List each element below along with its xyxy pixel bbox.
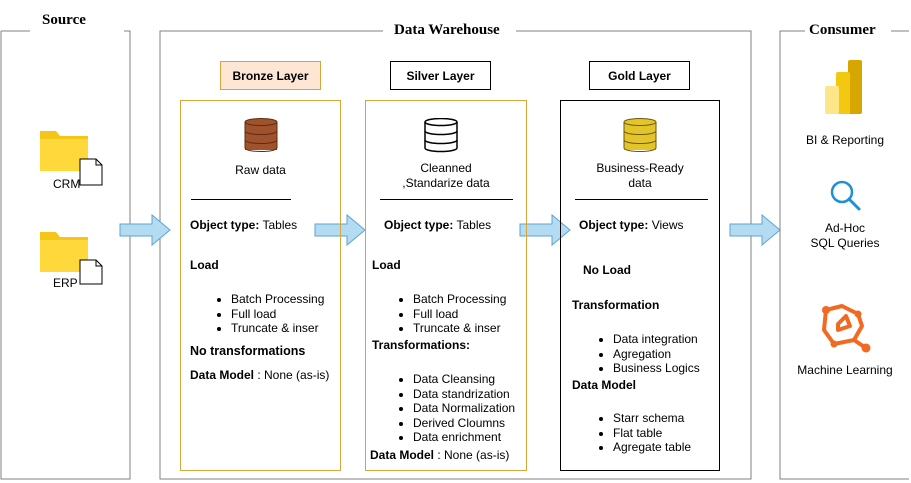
list-item: Full load — [413, 307, 506, 322]
silver-data-model-value: : None (as-is) — [434, 448, 510, 462]
ml-network-icon — [822, 304, 871, 353]
gold-object-type-value: Views — [648, 218, 684, 232]
gold-object-type: Object type: Views — [579, 218, 684, 232]
gold-object-type-label: Object type: — [579, 218, 649, 232]
bronze-data-model-label: Data Model — [190, 368, 255, 382]
list-item: Data Normalization — [413, 401, 515, 416]
bronze-transform-label: No transformations — [190, 344, 306, 358]
gold-load-label: No Load — [583, 263, 631, 277]
gold-transform-list: Data integration Agregation Business Log… — [597, 332, 700, 376]
list-item: Data integration — [613, 332, 700, 347]
arrow-gold-to-consumer — [729, 213, 781, 247]
bronze-object-type: Object type: Tables — [190, 218, 297, 232]
consumer-title: Consumer — [809, 22, 876, 38]
list-item: Derived Cloumns — [413, 416, 515, 431]
silver-object-type-label: Object type: — [384, 218, 454, 232]
crm-label: CRM — [53, 177, 81, 191]
erp-label: ERP — [53, 276, 78, 290]
silver-layer-box — [365, 100, 527, 471]
list-item: Agregate table — [613, 440, 691, 455]
list-item: Truncate & inser — [231, 321, 324, 336]
gold-description-line1: Business-Ready — [596, 161, 684, 175]
bi-reporting-label: BI & Reporting — [805, 133, 885, 147]
bronze-layer-label: Bronze Layer — [220, 61, 321, 90]
list-item: Business Logics — [613, 361, 700, 376]
bronze-layer-box — [180, 100, 341, 471]
warehouse-title: Data Warehouse — [394, 22, 500, 38]
list-item: Batch Processing — [413, 292, 506, 307]
gold-description-line2: data — [628, 176, 652, 190]
silver-object-type: Object type: Tables — [384, 218, 491, 232]
silver-description-line2: ,Standarize data — [402, 176, 490, 190]
warehouse-frame — [159, 30, 752, 480]
gold-layer-box — [560, 100, 720, 471]
bronze-description: Raw data — [235, 163, 286, 177]
bronze-data-model-value: : None (as-is) — [254, 368, 330, 382]
list-item: Data standrization — [413, 387, 515, 402]
magnifier-icon — [830, 180, 861, 211]
gold-database-icon — [623, 118, 657, 152]
bronze-load-list: Batch Processing Full load Truncate & in… — [215, 292, 324, 336]
list-item: Batch Processing — [231, 292, 324, 307]
bronze-object-type-label: Object type: — [190, 218, 260, 232]
gold-data-model-label: Data Model — [572, 378, 637, 392]
ml-label: Machine Learning — [797, 363, 893, 377]
gold-transform-label: Transformation — [572, 298, 660, 312]
source-frame — [0, 30, 131, 480]
erp-folder-icon — [40, 232, 103, 285]
silver-divider — [380, 199, 513, 200]
silver-data-model: Data Model : None (as-is) — [370, 448, 509, 462]
silver-transform-list: Data Cleansing Data standrization Data N… — [397, 372, 515, 445]
bronze-divider — [191, 199, 291, 200]
list-item: Data enrichment — [413, 430, 515, 445]
adhoc-label-line1: Ad-Hoc — [824, 221, 865, 235]
silver-database-icon — [424, 118, 458, 153]
bar-chart-icon — [825, 60, 862, 114]
source-title: Source — [42, 12, 86, 28]
crm-folder-icon — [40, 131, 103, 186]
bronze-object-type-value: Tables — [259, 218, 298, 232]
bronze-load-label: Load — [190, 258, 219, 272]
arrow-silver-to-gold — [519, 213, 571, 247]
silver-layer-label: Silver Layer — [390, 61, 491, 90]
list-item: Flat table — [613, 426, 691, 441]
silver-transform-label: Transformations: — [372, 338, 471, 352]
list-item: Agregation — [613, 347, 700, 362]
bronze-database-icon — [244, 118, 278, 152]
list-item: Full load — [231, 307, 324, 322]
list-item: Data Cleansing — [413, 372, 515, 387]
bronze-data-model: Data Model : None (as-is) — [190, 368, 329, 382]
list-item: Truncate & inser — [413, 321, 506, 336]
adhoc-label-line2: SQL Queries — [810, 236, 880, 250]
gold-layer-label: Gold Layer — [589, 61, 690, 90]
arrow-source-to-bronze — [119, 213, 171, 247]
silver-data-model-label: Data Model — [370, 448, 435, 462]
silver-object-type-value: Tables — [453, 218, 492, 232]
list-item: Starr schema — [613, 411, 691, 426]
silver-load-list: Batch Processing Full load Truncate & in… — [397, 292, 506, 336]
silver-description-line1: Cleanned — [420, 161, 472, 175]
silver-load-label: Load — [372, 258, 401, 272]
gold-divider — [575, 199, 708, 200]
consumer-frame — [779, 30, 909, 480]
gold-data-model-list: Starr schema Flat table Agregate table — [597, 411, 691, 455]
